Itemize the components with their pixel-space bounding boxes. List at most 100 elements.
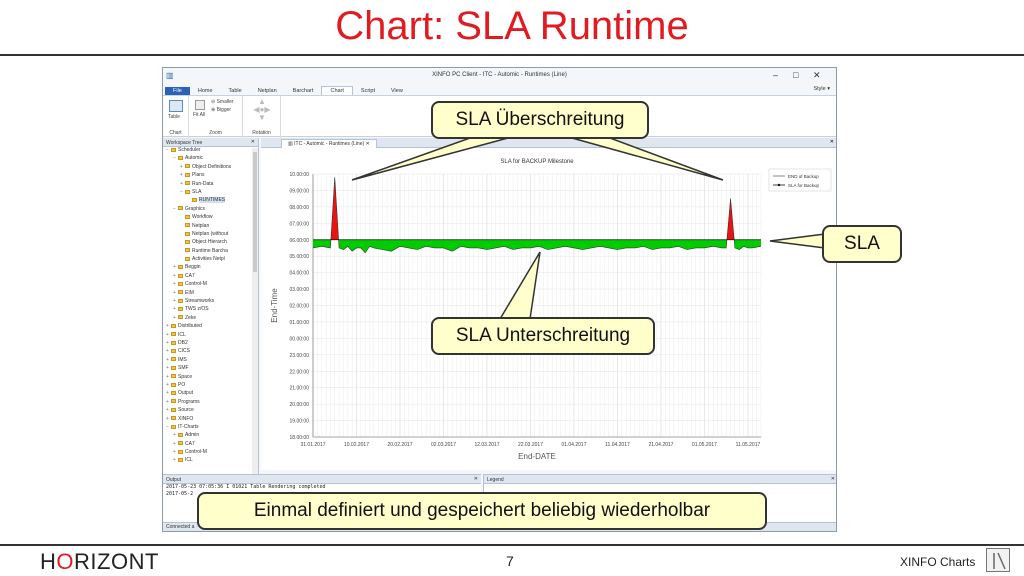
tree-item[interactable]: +Object Definitions	[163, 164, 258, 172]
tree-expander-icon[interactable]: +	[173, 449, 176, 456]
tree-item[interactable]: +ICL	[163, 457, 258, 465]
fit-all-icon[interactable]	[195, 100, 205, 110]
minimize-button[interactable]: –	[773, 70, 779, 80]
tree-expander-icon[interactable]: +	[173, 314, 176, 321]
tree-expander-icon[interactable]: −	[173, 205, 176, 212]
tab-close-icon[interactable]: ✕	[365, 141, 370, 147]
tree-expander-icon[interactable]: +	[166, 398, 169, 405]
doc-close-icon[interactable]: ✕	[829, 139, 834, 145]
legend-close-icon[interactable]: ✕	[830, 476, 835, 482]
tree-expander-icon[interactable]: +	[173, 457, 176, 464]
tree-expander-icon[interactable]: +	[166, 415, 169, 422]
tree-item[interactable]: +CICS	[163, 348, 258, 356]
table-button-label[interactable]: Table	[168, 114, 180, 120]
tree-item[interactable]: +Programs	[163, 399, 258, 407]
tree-item[interactable]: Object Hierarch	[163, 239, 258, 247]
tree-expander-icon[interactable]: +	[166, 356, 169, 363]
tree-expander-icon[interactable]: +	[173, 440, 176, 447]
tree-item[interactable]: +Run-Data	[163, 181, 258, 189]
maximize-button[interactable]: □	[793, 70, 799, 80]
tree-expander-icon[interactable]: +	[173, 432, 176, 439]
tree-scroll-thumb[interactable]	[253, 152, 257, 272]
tree-item[interactable]: +IMS	[163, 357, 258, 365]
style-menu[interactable]: Style ▾	[813, 86, 830, 92]
tree-expander-icon[interactable]: +	[180, 172, 183, 179]
tree-expander-icon[interactable]: +	[173, 306, 176, 313]
tree-expander-icon[interactable]: +	[166, 331, 169, 338]
tree-item[interactable]: −IT-Charts	[163, 424, 258, 432]
tree-expander-icon[interactable]: +	[166, 381, 169, 388]
tree-item[interactable]: +Plans	[163, 172, 258, 180]
tree-item[interactable]: +Output	[163, 390, 258, 398]
tree-item[interactable]: +CA7	[163, 441, 258, 449]
tree-item[interactable]: −Scheduler	[163, 147, 258, 155]
tree-expander-icon[interactable]: +	[166, 373, 169, 380]
tree-expander-icon[interactable]: −	[166, 423, 169, 430]
tree-expander-icon[interactable]: −	[173, 155, 176, 162]
tree-item[interactable]: Netplan (without	[163, 231, 258, 239]
tree-item[interactable]: +EIM	[163, 290, 258, 298]
tree-item[interactable]: Runtime Barcha	[163, 248, 258, 256]
folder-icon	[178, 307, 183, 312]
close-button[interactable]: ✕	[813, 70, 821, 80]
runtime-chart[interactable]: 18.00:0019.00:0020.00:0021.00:0022.00:00…	[261, 149, 837, 467]
menu-table[interactable]: Table	[228, 88, 242, 94]
tree-item[interactable]: Netplan	[163, 223, 258, 231]
tree-item[interactable]: +Zeke	[163, 315, 258, 323]
tree-item[interactable]: +Admin	[163, 432, 258, 440]
tree-expander-icon[interactable]: −	[180, 188, 183, 195]
tree-scrollbar[interactable]	[252, 148, 258, 478]
tree-item[interactable]: Activities Netpl	[163, 256, 258, 264]
tree-item[interactable]: +Beggin	[163, 264, 258, 272]
tree-item[interactable]: +TWS z/OS	[163, 306, 258, 314]
tree-item[interactable]: +CA7	[163, 273, 258, 281]
menu-script[interactable]: Script	[360, 88, 375, 94]
menu-home[interactable]: Home	[197, 88, 213, 94]
tree-expander-icon[interactable]: +	[173, 281, 176, 288]
below-sla-area	[313, 177, 761, 253]
tree-expander-icon[interactable]: +	[166, 339, 169, 346]
tree-expander-icon[interactable]: +	[180, 180, 183, 187]
tree-item[interactable]: +SMF	[163, 365, 258, 373]
tree-item[interactable]: +Control-M	[163, 449, 258, 457]
menu-view[interactable]: View	[390, 88, 403, 94]
tree-item[interactable]: +XINFO	[163, 416, 258, 424]
tree-item[interactable]: +Control-M	[163, 281, 258, 289]
tree-expander-icon[interactable]: +	[173, 272, 176, 279]
table-icon[interactable]	[169, 100, 183, 112]
fit-all-button[interactable]: Fit All	[193, 112, 206, 118]
tree-item[interactable]: +Streamworks	[163, 298, 258, 306]
tree-item[interactable]: +Distributed	[163, 323, 258, 331]
menu-barchart[interactable]: Barchart	[292, 88, 314, 94]
nav-icon[interactable]	[986, 548, 1010, 572]
tree-item[interactable]: +ICL	[163, 332, 258, 340]
tab-runtimes-line[interactable]: ▥ ITC - Automic - Runtimes (Line) ✕	[281, 139, 377, 148]
tree-item[interactable]: −Graphics	[163, 206, 258, 214]
tree-expander-icon[interactable]: +	[166, 348, 169, 355]
smaller-button[interactable]: ⊝ Smaller	[211, 99, 234, 105]
tree-item[interactable]: +PO	[163, 382, 258, 390]
tree-expander-icon[interactable]: +	[173, 289, 176, 296]
tree-expander-icon[interactable]: +	[166, 323, 169, 330]
tree-expander-icon[interactable]: +	[166, 390, 169, 397]
menu-file[interactable]: File	[165, 87, 190, 95]
menu-netplan[interactable]: Netplan	[257, 88, 277, 94]
menu-chart[interactable]: Chart	[321, 86, 353, 95]
tree-expander-icon[interactable]: +	[180, 163, 183, 170]
tree-item[interactable]: +Source	[163, 407, 258, 415]
output-close-icon[interactable]: ✕	[473, 476, 478, 482]
tree-item[interactable]: −SLA	[163, 189, 258, 197]
tree-expander-icon[interactable]: +	[173, 264, 176, 271]
tree-expander-icon[interactable]: −	[166, 147, 169, 153]
tree-item[interactable]: +DB2	[163, 340, 258, 348]
tree-item[interactable]: RUNTIMES	[163, 197, 258, 205]
tree-expander-icon[interactable]: +	[166, 365, 169, 372]
tree-expander-icon[interactable]: +	[173, 298, 176, 305]
tree-item[interactable]: Workflow	[163, 214, 258, 222]
tree-item[interactable]: −Automic	[163, 155, 258, 163]
pane-close-icon[interactable]: ✕	[250, 139, 255, 145]
tree-item[interactable]: +Space	[163, 374, 258, 382]
bigger-button[interactable]: ⊕ Bigger	[211, 107, 232, 113]
tree-expander-icon[interactable]: +	[166, 407, 169, 414]
rotation-arrows-icon[interactable]: ▲◀●▶▼	[253, 97, 271, 122]
